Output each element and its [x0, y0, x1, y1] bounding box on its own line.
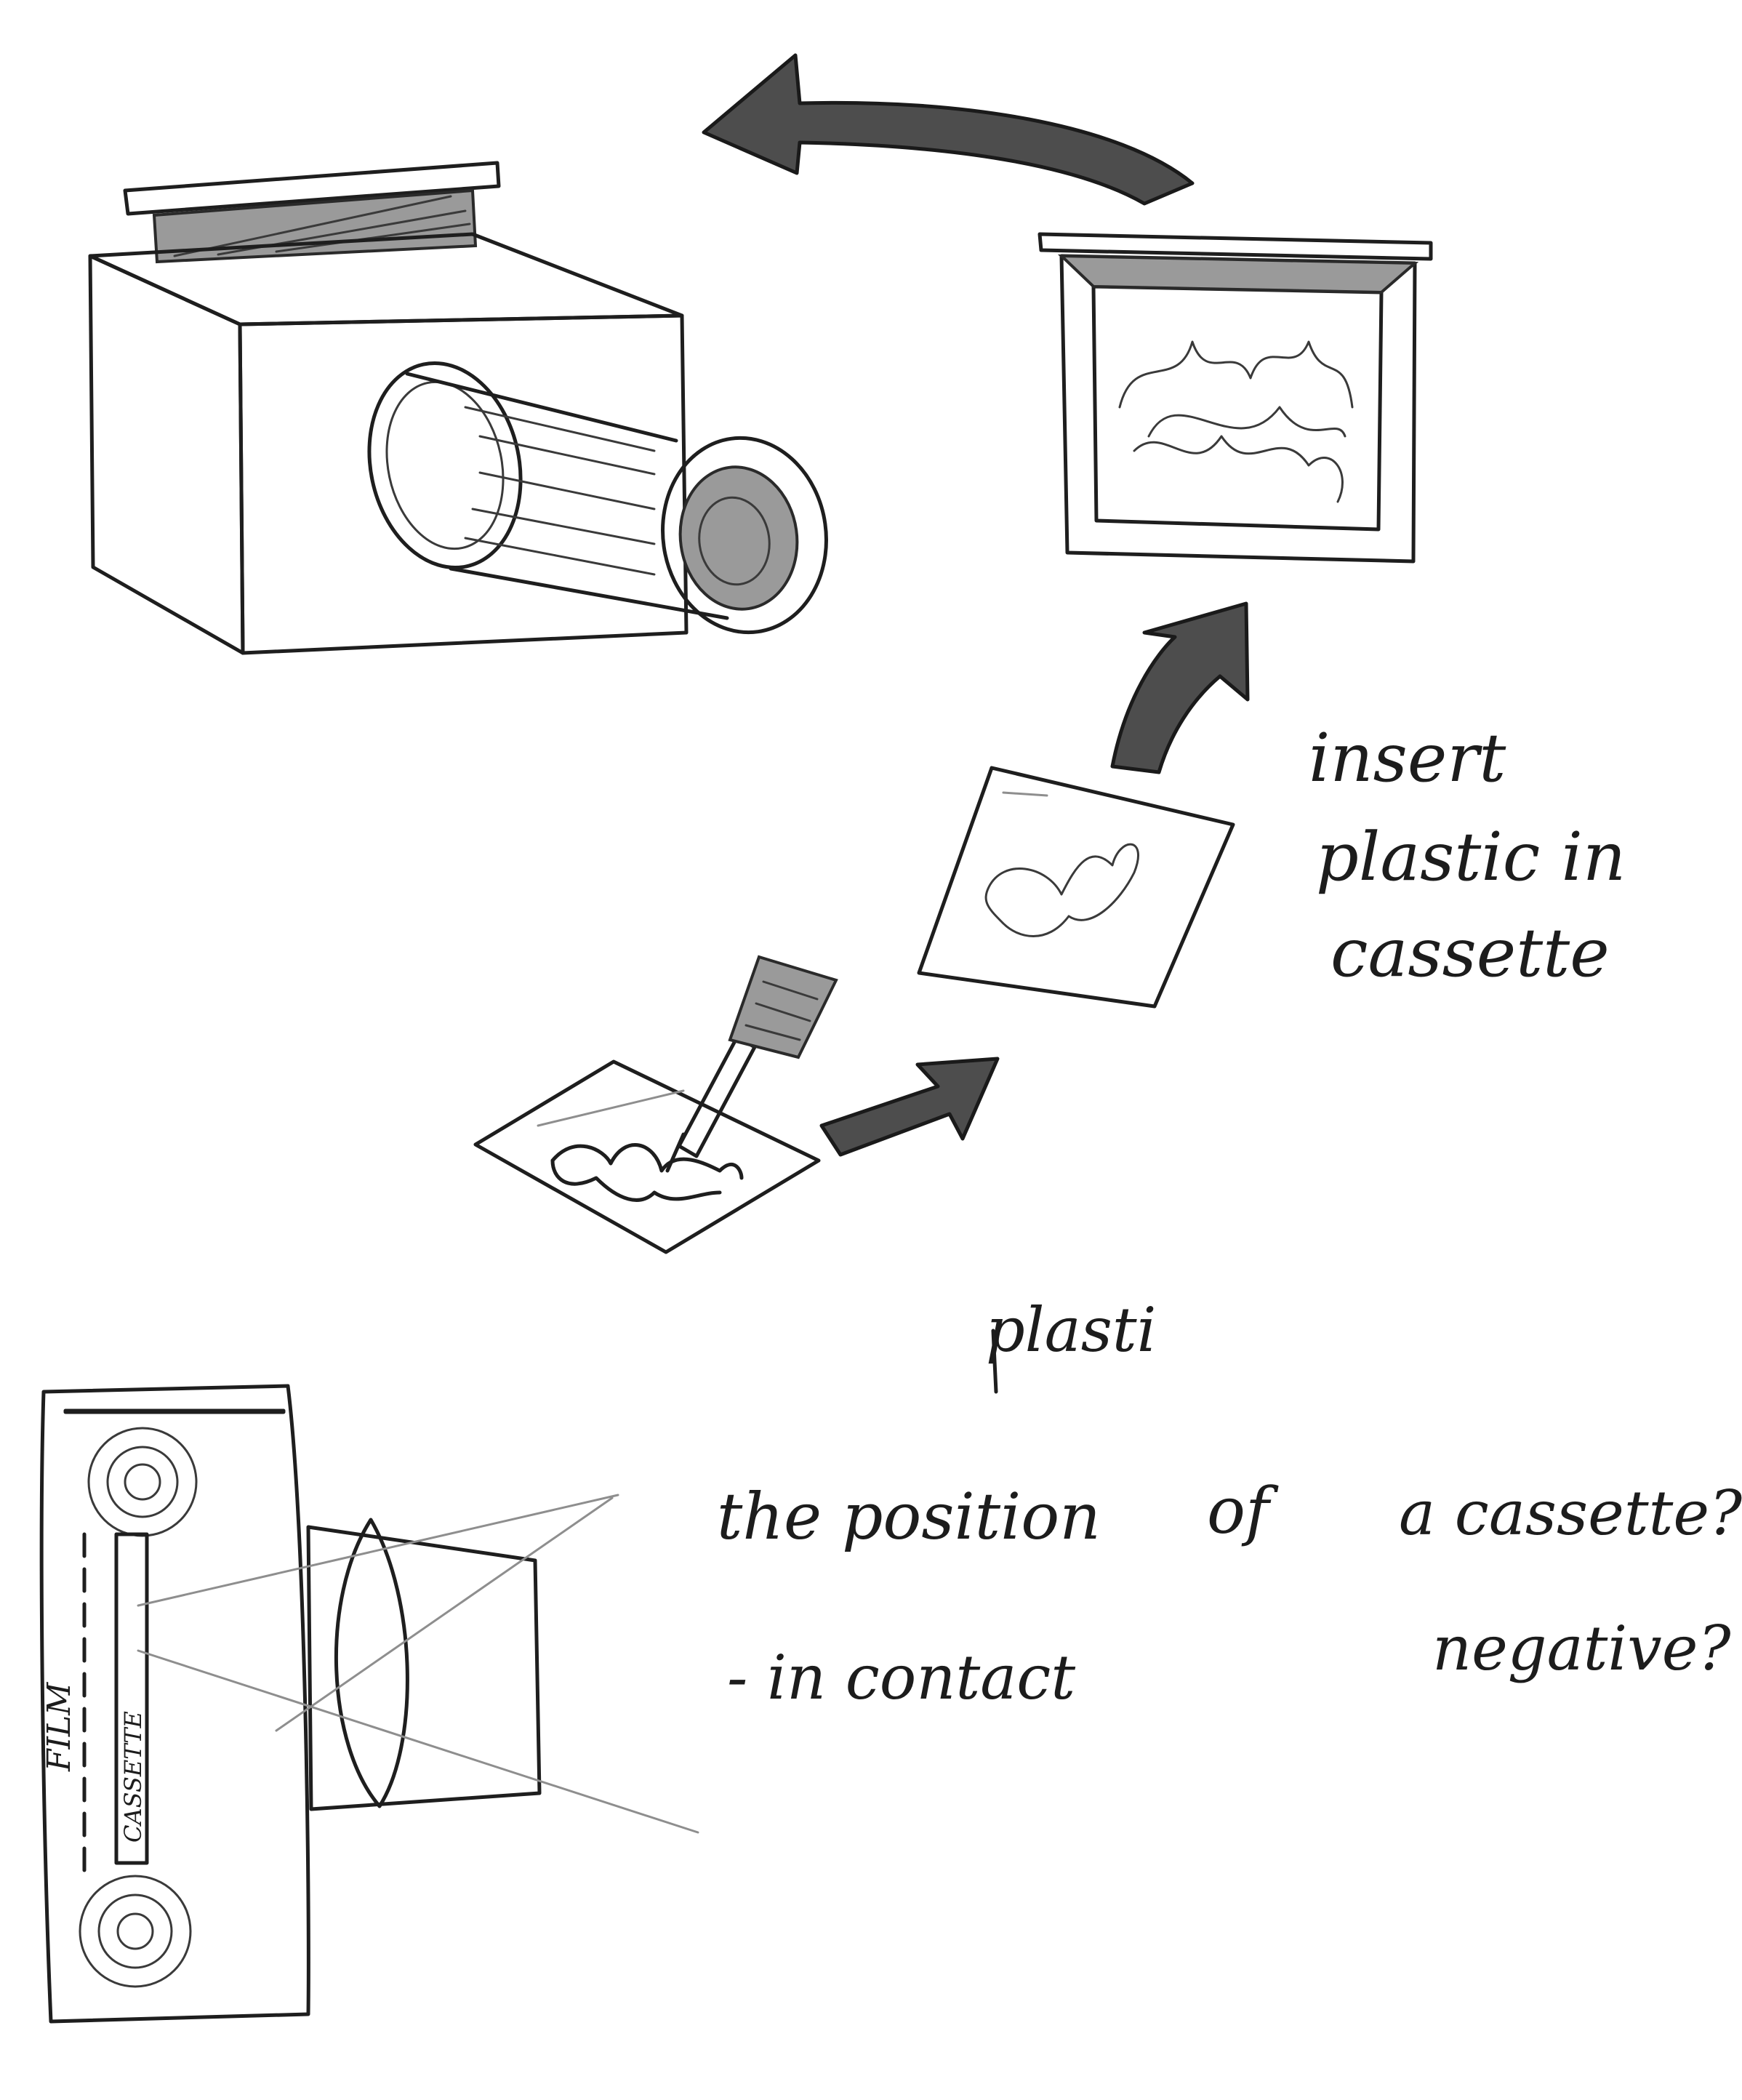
step-label-line3: cassette — [1330, 914, 1610, 992]
projector-icon — [88, 161, 828, 655]
marker-pen-icon — [665, 955, 838, 1173]
plasti-label: plasti — [986, 1294, 1156, 1366]
question-in-contact: - in contact — [727, 1642, 1075, 1713]
arrow-right-icon — [819, 1057, 1000, 1157]
drawing-sheet-with-marker — [473, 955, 838, 1254]
question-of: of — [1207, 1473, 1279, 1548]
slide-cassette-icon — [1037, 232, 1433, 564]
step-label-line2: plastic in — [1316, 818, 1626, 896]
cassette-label: CASSETTE — [119, 1711, 147, 1843]
question-negative: negative? — [1432, 1613, 1731, 1684]
question-cassette: a cassette? — [1399, 1478, 1742, 1549]
drawn-plastic-sheet-icon — [917, 766, 1235, 1009]
step-label-line1: insert — [1309, 719, 1506, 797]
camera-cross-section-icon — [39, 1384, 699, 2024]
curved-arrow-back-icon — [702, 53, 1195, 206]
question-position: the position — [717, 1479, 1101, 1554]
film-label: FILM — [41, 1682, 78, 1772]
arrow-up-right-icon — [1110, 601, 1250, 774]
